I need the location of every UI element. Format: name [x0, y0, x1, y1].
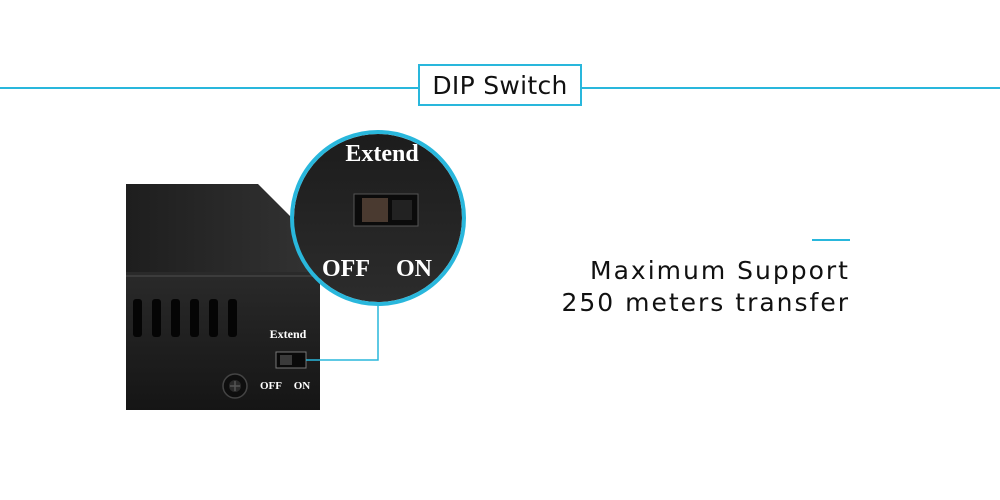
- header-line-left: [0, 87, 418, 89]
- zoom-off-label: OFF: [322, 256, 370, 282]
- zoom-extend-label: Extend: [345, 141, 419, 167]
- panel-off-label: OFF: [260, 380, 282, 392]
- header-line-right: [582, 87, 1000, 89]
- description-line-2: 250 meters transfer: [561, 288, 850, 317]
- zoom-magnifier: [290, 130, 466, 306]
- vent-slots: [133, 299, 237, 337]
- panel-on-label: ON: [294, 380, 311, 392]
- description-line-1: Maximum Support: [590, 256, 850, 285]
- zoom-on-label: ON: [396, 256, 433, 282]
- description-accent-line: [812, 239, 850, 241]
- panel-extend-label: Extend: [270, 327, 307, 341]
- screw-icon: [222, 373, 248, 399]
- section-title: DIP Switch: [418, 64, 582, 106]
- callout-connector: [306, 302, 379, 361]
- device-top: [126, 184, 320, 278]
